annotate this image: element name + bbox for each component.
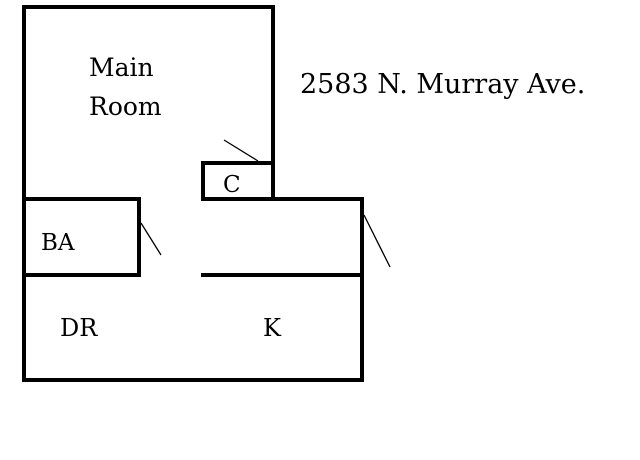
dining-room-label: DR: [60, 314, 98, 342]
closet-label: C: [223, 172, 241, 198]
bathroom-label: BA: [41, 230, 75, 256]
address-label: 2583 N. Murray Ave.: [300, 69, 585, 100]
main-room-walls: [22, 5, 275, 382]
main-room-label-line2: Room: [89, 92, 162, 121]
bathroom-door: [140, 222, 162, 256]
closet-walls: [201, 161, 275, 201]
kitchen-label: K: [263, 314, 282, 342]
exterior-door: [363, 214, 391, 268]
main-room-label-line1: Main: [89, 53, 154, 82]
closet-door: [223, 139, 259, 162]
